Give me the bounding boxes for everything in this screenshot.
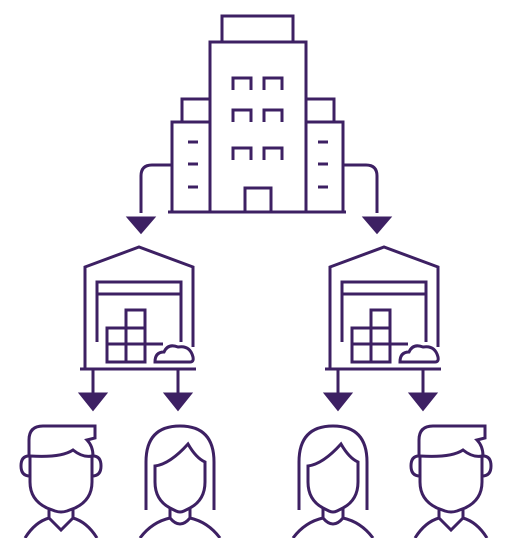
arrow-warehouse-left-to-person-1 [77,369,109,412]
arrow-down-icon [361,216,393,235]
arrow-warehouse-right-to-person-3 [322,369,354,412]
arrow-down-icon [125,216,157,235]
office-building-icon [168,14,346,214]
woman-avatar-icon [138,424,222,538]
man-avatar-icon [409,424,493,538]
arrow-down-icon [407,392,439,412]
arrow-down-icon [77,392,109,412]
arrow-down-icon [322,392,354,412]
man-avatar-icon [19,424,103,538]
arrow-warehouse-right-to-person-4 [407,369,439,412]
arrow-down-icon [162,392,194,412]
warehouse-icon [80,245,196,371]
arrow-warehouse-left-to-person-2 [162,369,194,412]
woman-avatar-icon [291,424,375,538]
arrow-hq-to-warehouse-left [125,163,172,235]
warehouse-icon [325,245,441,371]
arrow-hq-to-warehouse-right [343,163,393,235]
